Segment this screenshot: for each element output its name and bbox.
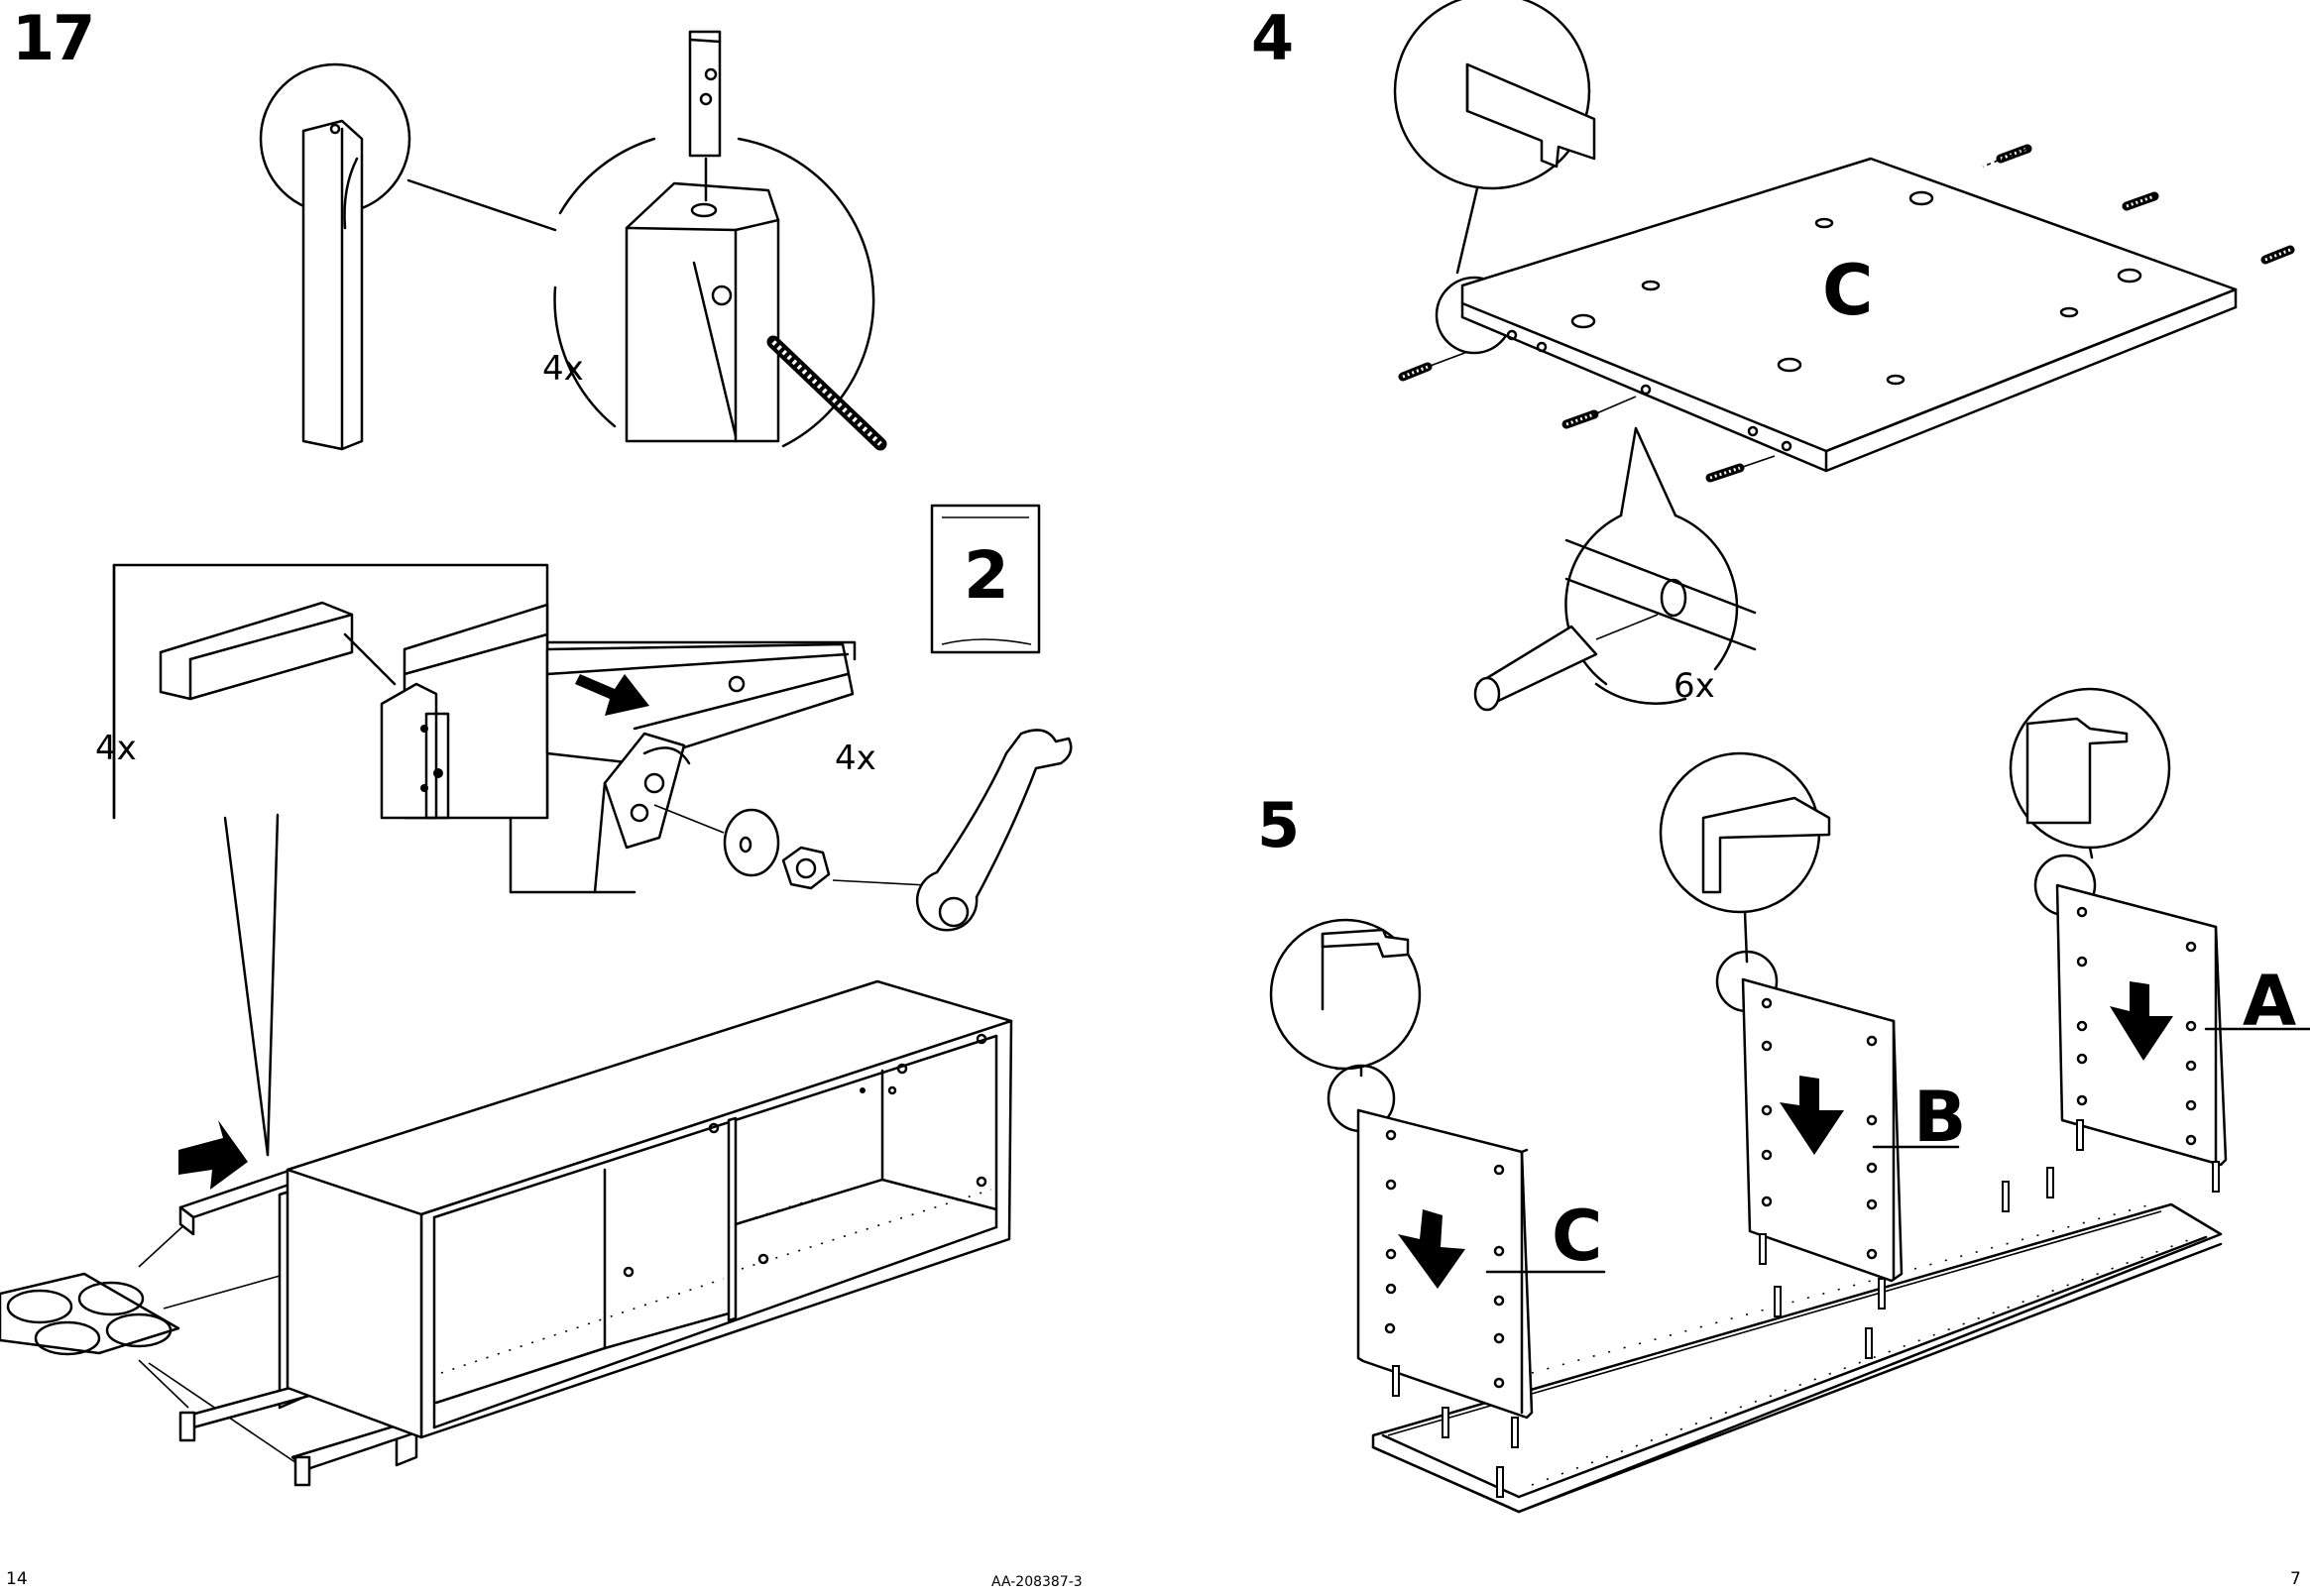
felt-pads <box>0 1220 303 1468</box>
step-number-5: 5 <box>1257 789 1300 861</box>
wrench-tool <box>915 729 1073 932</box>
quantity-label: 4x <box>835 739 876 778</box>
step-number-4: 4 <box>1251 2 1294 74</box>
panel-label-c: C <box>1822 250 1874 331</box>
document-code: AA-208387-3 <box>991 1574 1083 1590</box>
hardware-bag <box>930 504 1041 654</box>
panel-label-b: B <box>1913 1077 1967 1158</box>
pointer-line <box>266 813 280 1157</box>
panel-label-a: A <box>2243 961 2297 1042</box>
joint-detail-panel <box>112 563 928 894</box>
pointer-line <box>223 816 270 1157</box>
leg-bolt-detail-circle <box>553 30 887 451</box>
page-number-right: 7 <box>2290 1569 2301 1589</box>
assembly-step5 <box>1269 687 2310 1514</box>
leg-zoom-circle <box>259 62 557 451</box>
quantity-label: 4x <box>542 349 584 389</box>
insert-arrow <box>178 1120 248 1190</box>
panel-c-step4 <box>1393 0 2295 712</box>
hardware-bag-number: 2 <box>964 537 1009 614</box>
panel-label-c: C <box>1552 1196 1603 1277</box>
quantity-label: 6x <box>1674 666 1715 706</box>
step-number-17: 17 <box>12 2 95 74</box>
quantity-label: 4x <box>95 729 137 768</box>
page-number-left: 14 <box>6 1569 28 1589</box>
cabinet-body <box>286 979 1013 1439</box>
